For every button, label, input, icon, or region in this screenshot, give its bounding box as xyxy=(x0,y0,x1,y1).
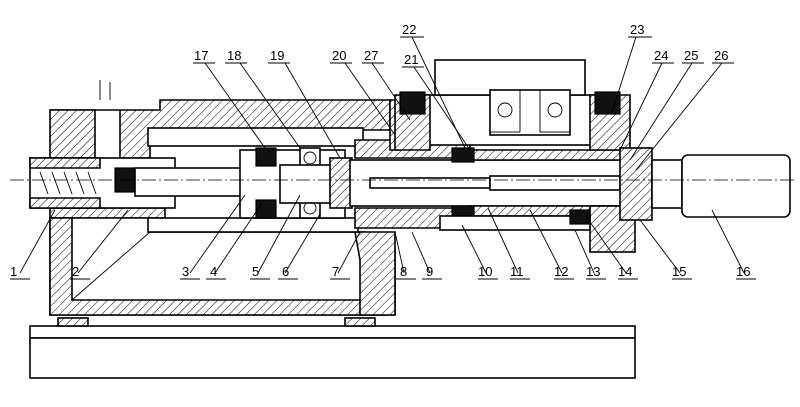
callout-5: 5 xyxy=(252,264,259,279)
callout-25: 25 xyxy=(684,48,698,63)
callout-1: 1 xyxy=(10,264,17,279)
callout-23: 23 xyxy=(630,22,644,37)
callout-3: 3 xyxy=(182,264,189,279)
callout-22: 22 xyxy=(402,22,416,37)
callout-24: 24 xyxy=(654,48,668,63)
callout-7: 7 xyxy=(332,264,339,279)
motor xyxy=(651,154,791,218)
callouts-bottom: 1 2 3 4 5 6 7 8 9 10 11 12 13 14 15 16 xyxy=(10,264,750,279)
callout-12: 12 xyxy=(554,264,568,279)
callout-2: 2 xyxy=(72,264,79,279)
callout-20: 20 xyxy=(332,48,346,63)
callout-8: 8 xyxy=(400,264,407,279)
callout-11: 11 xyxy=(510,264,524,279)
base-rail xyxy=(29,317,636,379)
callout-14: 14 xyxy=(618,264,632,279)
callout-18: 18 xyxy=(227,48,241,63)
callouts-top: 17 18 19 20 27 21 22 23 24 25 26 xyxy=(194,22,728,67)
leader-lines-top xyxy=(193,36,734,171)
callout-21: 21 xyxy=(404,52,418,67)
leader-lines-bottom xyxy=(10,194,756,280)
callout-4: 4 xyxy=(210,264,217,279)
callout-16: 16 xyxy=(736,264,750,279)
callout-26: 26 xyxy=(714,48,728,63)
callout-6: 6 xyxy=(282,264,289,279)
callout-19: 19 xyxy=(270,48,284,63)
callout-15: 15 xyxy=(672,264,686,279)
callout-10: 10 xyxy=(478,264,492,279)
callout-9: 9 xyxy=(426,264,433,279)
callout-27: 27 xyxy=(364,48,378,63)
callout-17: 17 xyxy=(194,48,208,63)
bearing-housing xyxy=(239,147,353,219)
front-housing xyxy=(389,59,653,253)
left-screw-shaft xyxy=(29,80,246,209)
main-housing xyxy=(49,99,396,316)
callout-13: 13 xyxy=(586,264,600,279)
